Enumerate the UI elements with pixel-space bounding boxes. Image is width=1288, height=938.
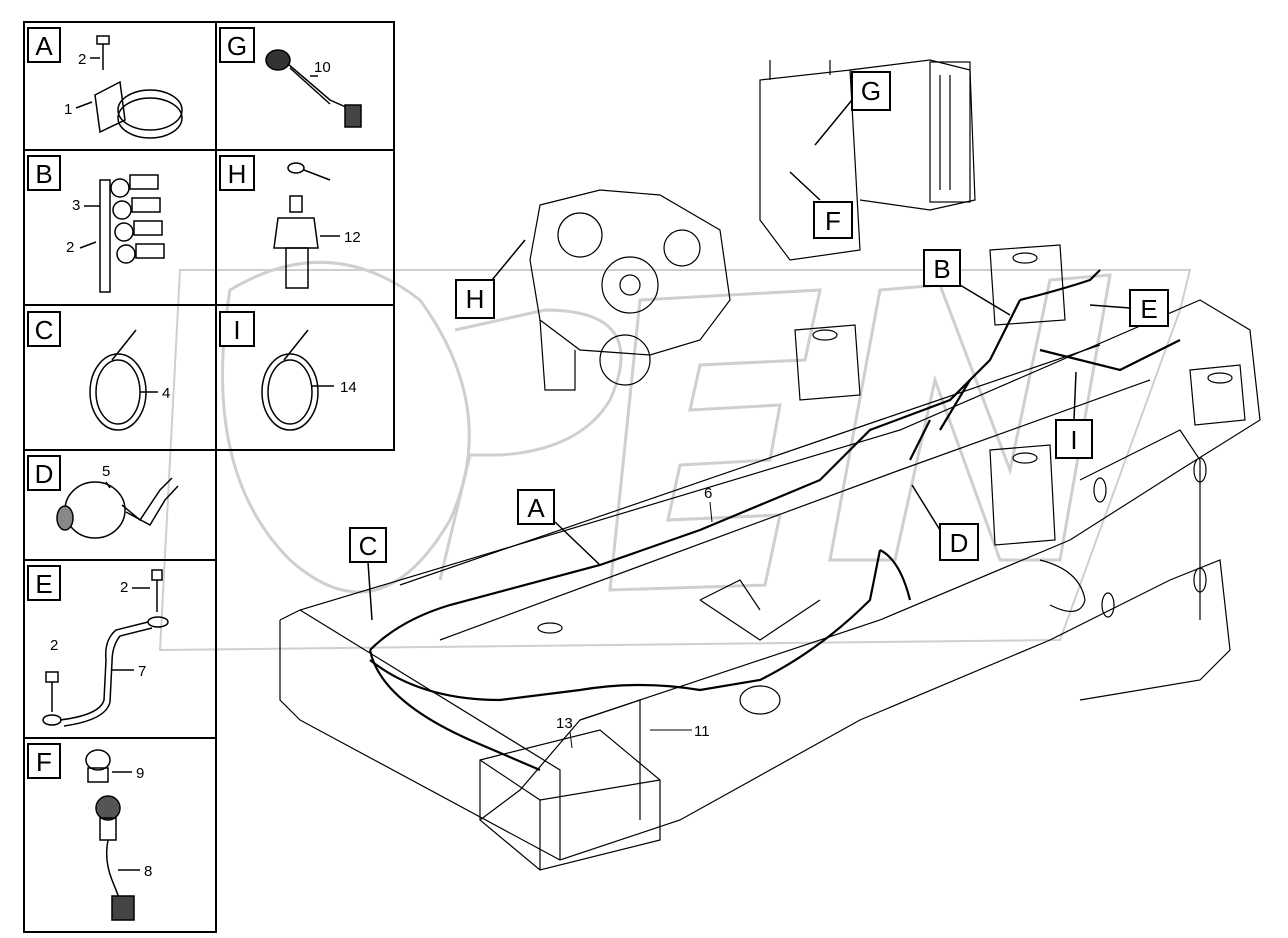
panel-D: D 5 [27,455,179,539]
callout: 3 [72,197,80,214]
panel-label-F: F [36,747,52,777]
callout-I: I [1055,371,1093,459]
panel-H: H 12 [219,155,361,289]
engine-gearbox [529,189,731,391]
callout-label-G: G [861,76,881,106]
level-sensor-icon [85,749,140,921]
panel-label-G: G [227,31,247,61]
callout: 8 [144,863,152,880]
callout-A: A [517,489,601,566]
main-number-callouts: 6 11 13 [556,485,713,749]
callout: 14 [340,379,357,396]
panel-E: E 2 2 7 [27,565,169,727]
callout: 4 [162,385,170,402]
callout-label-F: F [825,206,841,236]
callout: 10 [314,59,331,76]
callout: 1 [64,101,72,118]
callout: 2 [120,579,128,596]
callout-C: C [349,527,387,621]
callout-6: 6 [704,485,712,502]
callout: 2 [78,51,86,68]
wiring-harness [368,269,1181,772]
callout: 2 [50,637,58,654]
panel-label-D: D [35,459,54,489]
panel-F: F 9 8 [27,743,152,921]
callout-label-I: I [1070,425,1077,455]
callout-label-B: B [933,254,950,284]
panel-label-I: I [233,315,240,345]
detail-grid [23,21,395,933]
callout-label-H: H [466,284,485,314]
callout: 7 [138,663,146,680]
frame-assembly [279,244,1261,871]
callout-F: F [789,171,853,239]
panel-G: G 10 [219,27,362,128]
callout: 5 [102,463,110,480]
sensor-icon [265,49,362,128]
callout-label-A: A [527,493,545,523]
panel-label-C: C [35,315,54,345]
panel-label-B: B [35,159,52,189]
panel-B: B 3 2 [27,155,165,293]
panel-label-H: H [228,159,247,189]
callout-label-C: C [359,531,378,561]
panel-label-A: A [35,31,53,61]
ground-strap-icon [42,569,169,727]
panel-A: A 2 1 [27,27,183,139]
callout-E: E [1089,289,1169,327]
callout-label-E: E [1140,294,1157,324]
temp-switch-icon [273,162,340,289]
callout: 2 [66,239,74,256]
callout-B: B [923,249,1011,316]
callout: 12 [344,229,361,246]
callout-G: G [814,71,891,146]
callout-11: 11 [694,723,710,740]
callout-13: 13 [556,715,573,732]
callout-H: H [455,239,526,319]
panel-label-E: E [35,569,52,599]
cable-tie-icon [261,329,334,431]
cable-tie-icon [89,329,158,431]
callout-D: D [911,484,979,561]
watermark [158,260,1192,652]
clamp-icon [75,35,183,139]
callout: 9 [136,765,144,782]
multi-clamp-icon [79,174,165,293]
pressure-switch-icon [56,477,179,539]
panel-C: C 4 [27,311,170,431]
panel-I: I 14 [219,311,357,431]
cooler-assembly [759,59,976,261]
callout-label-D: D [950,528,969,558]
